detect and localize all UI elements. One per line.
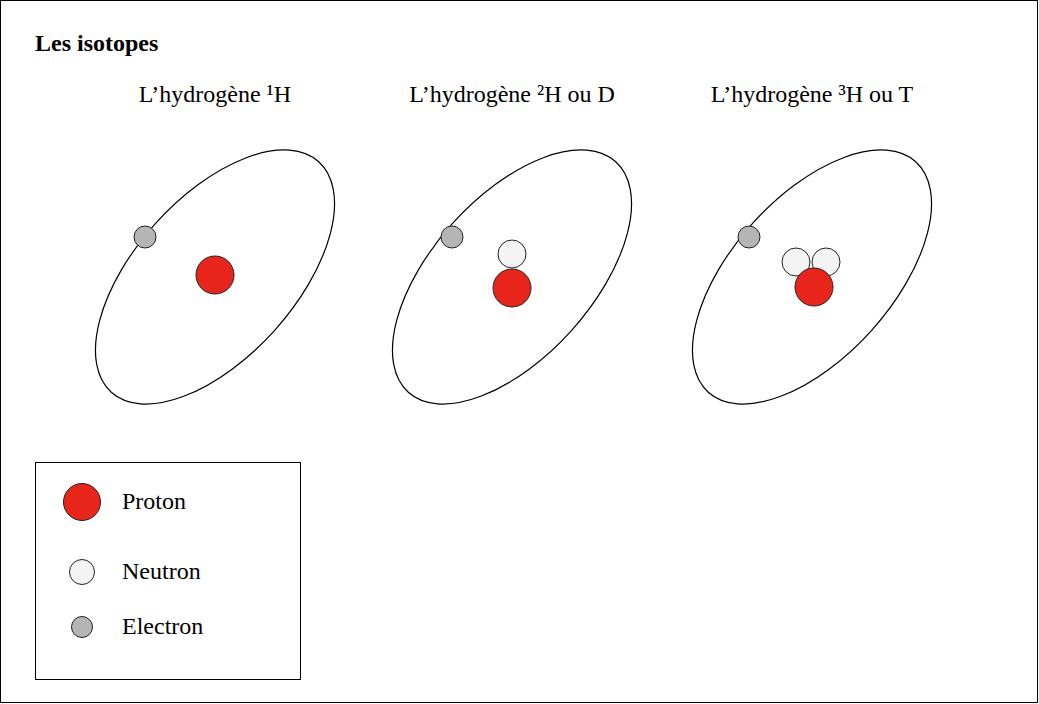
orbit xyxy=(349,108,675,445)
legend-swatch xyxy=(71,616,93,638)
electron xyxy=(738,226,760,248)
legend-label: Neutron xyxy=(122,558,201,586)
atom-caption: L’hydrogène ³H ou T xyxy=(711,81,914,109)
atom-caption: L’hydrogène ¹H xyxy=(139,81,291,109)
orbit xyxy=(649,108,975,445)
legend-frame xyxy=(36,463,301,680)
proton xyxy=(795,268,833,306)
hydrogen-atom xyxy=(52,108,378,445)
legend-label: Electron xyxy=(122,613,203,641)
diagram-title: Les isotopes xyxy=(35,30,158,58)
proton xyxy=(196,256,234,294)
electron xyxy=(441,226,463,248)
legend-label: Proton xyxy=(122,488,186,516)
proton xyxy=(493,269,531,307)
legend-swatch xyxy=(69,559,95,585)
tritium-atom xyxy=(649,108,975,445)
neutron xyxy=(498,240,526,268)
atom-caption: L’hydrogène ²H ou D xyxy=(409,81,615,109)
deuterium-atom xyxy=(349,108,675,445)
orbit xyxy=(52,108,378,445)
legend-swatch xyxy=(63,483,101,521)
electron xyxy=(134,226,156,248)
